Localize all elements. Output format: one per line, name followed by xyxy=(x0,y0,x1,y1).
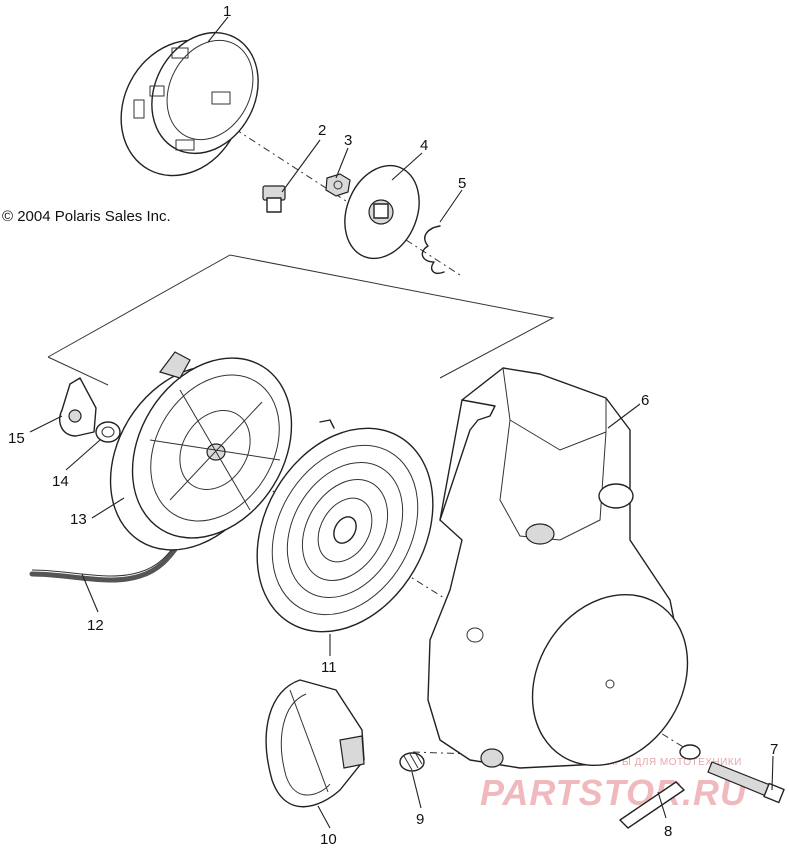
part-8-pin xyxy=(619,781,685,829)
part-4-plate xyxy=(344,164,420,260)
part-3-nut xyxy=(325,173,351,197)
part-12-rope xyxy=(29,545,179,583)
part-13-reel xyxy=(109,351,293,551)
part-11-recoil-spring xyxy=(256,419,434,633)
part-6-starter-housing xyxy=(427,367,701,769)
part-9-spring xyxy=(399,752,425,772)
callout-labels: 1 2 3 4 5 6 7 8 9 10 11 12 13 14 15 xyxy=(8,3,778,848)
callout-2: 2 xyxy=(318,122,326,139)
watermark-tagline: ЧАСТИ И АКСЕССУАРЫ ДЛЯ МОТОТЕХНИКИ xyxy=(508,757,742,768)
part-5-clip xyxy=(421,225,445,274)
callout-12: 12 xyxy=(87,617,104,634)
callout-5: 5 xyxy=(458,175,466,192)
callout-9: 9 xyxy=(416,811,424,828)
callout-4: 4 xyxy=(420,137,428,154)
part-2-bolt xyxy=(262,185,286,213)
callout-14: 14 xyxy=(52,473,69,490)
callout-15: 15 xyxy=(8,430,25,447)
callout-6: 6 xyxy=(641,392,649,409)
callout-10: 10 xyxy=(320,831,337,848)
callout-11: 11 xyxy=(321,659,337,676)
leader-lines xyxy=(29,16,774,829)
part-10-handle xyxy=(265,679,365,808)
watermark-brand: PARTSTOR.RU xyxy=(480,772,747,813)
callout-3: 3 xyxy=(344,132,352,149)
callout-1: 1 xyxy=(223,3,231,20)
assembly-bracket xyxy=(47,254,555,379)
part-7-bolt xyxy=(707,761,785,804)
watermark: ЧАСТИ И АКСЕССУАРЫ ДЛЯ МОТОТЕХНИКИ PARTS… xyxy=(480,757,747,813)
part-15-pawl xyxy=(58,377,97,437)
part-1-starter-cup xyxy=(120,31,259,177)
copyright-text: © 2004 Polaris Sales Inc. xyxy=(2,208,171,225)
callout-13: 13 xyxy=(70,511,87,528)
callout-8: 8 xyxy=(664,823,672,840)
callout-7: 7 xyxy=(770,741,778,758)
part-14-bushing xyxy=(95,421,121,443)
